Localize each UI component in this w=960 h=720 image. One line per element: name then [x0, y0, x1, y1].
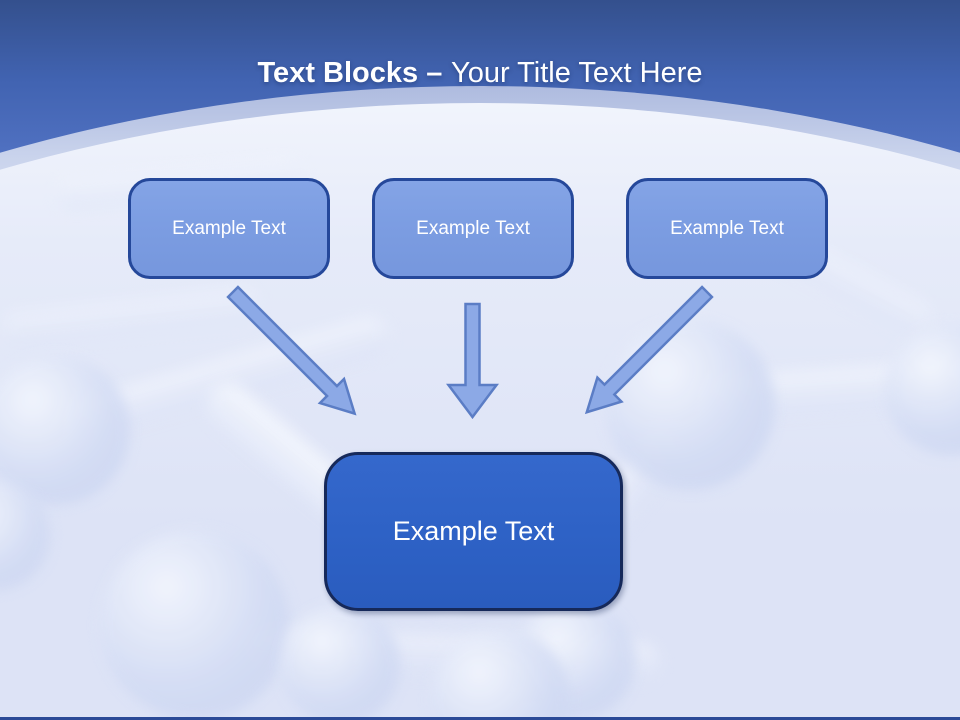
molecule-sphere: [280, 605, 400, 720]
text-block-1[interactable]: Example Text: [128, 178, 330, 279]
center-text-block-label: Example Text: [392, 516, 555, 546]
slide-title: Text Blocks –Your Title Text Here: [0, 54, 960, 92]
slide-title-bold: Text Blocks –: [257, 57, 443, 89]
arrow-down-left-icon[interactable]: [575, 280, 719, 424]
center-text-block[interactable]: Example Text: [324, 452, 623, 611]
text-block-2[interactable]: Example Text: [372, 178, 574, 279]
arrow-down-icon[interactable]: [446, 302, 499, 420]
slide-title-regular: Your Title Text Here: [451, 57, 703, 89]
text-block-2-label: Example Text: [416, 217, 530, 239]
footer-bar: [0, 717, 960, 720]
molecule-sphere: [0, 355, 130, 505]
arrow-down-right-icon[interactable]: [221, 280, 367, 426]
text-block-1-label: Example Text: [172, 217, 286, 239]
molecule-sphere: [100, 530, 290, 720]
text-block-3[interactable]: Example Text: [626, 178, 828, 279]
molecule-sphere: [605, 320, 775, 490]
text-block-3-label: Example Text: [670, 217, 784, 239]
